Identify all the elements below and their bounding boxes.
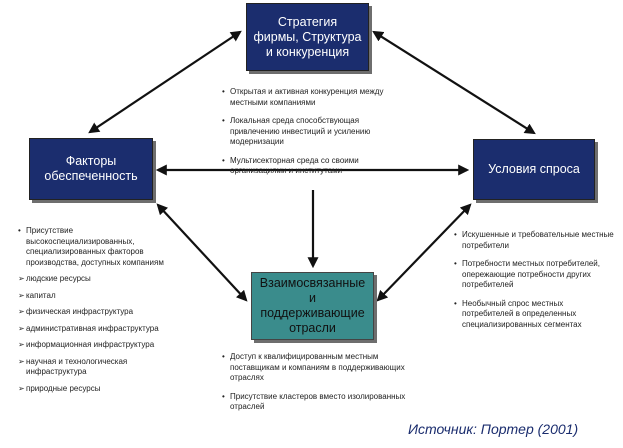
arrow-top-left xyxy=(88,30,242,134)
arrow-bullet-icon: ➢ xyxy=(18,290,25,300)
box-related-industries-line: отрасли xyxy=(289,321,336,335)
list-item-text: Мультисекторная среда со своими организа… xyxy=(230,155,359,176)
list-item-text: физическая инфраструктура xyxy=(26,307,134,316)
arrow-bullet-icon: ➢ xyxy=(18,307,25,316)
list-item: ➢административная инфраструктура xyxy=(18,324,173,335)
list-item-text: природные ресурсы xyxy=(26,383,101,393)
box-demand-conditions-line: Условия спроса xyxy=(488,162,580,176)
list-item: • Необычный спрос местных потребителей в … xyxy=(454,299,614,331)
box-firm-strategy: Стратегия фирмы, Структура и конкуренция xyxy=(246,3,369,71)
box-related-industries-line: и xyxy=(309,291,316,305)
bullet-icon: • xyxy=(454,298,457,308)
list-item-text: Доступ к квалифицированным местным поста… xyxy=(230,352,405,382)
box-demand-conditions: Условия спроса xyxy=(473,139,595,200)
list-item: ➢физическая инфраструктура xyxy=(18,307,173,318)
list-item: • Доступ к квалифицированным местным пост… xyxy=(222,352,427,384)
box-factor-conditions-line: обеспеченность xyxy=(44,169,138,183)
list-factor-conditions: • Присутствие высокоспециализированных, с… xyxy=(18,226,173,400)
arrow-bullet-icon: ➢ xyxy=(18,383,25,393)
bullet-icon: • xyxy=(222,155,225,165)
arrow-bullet-icon: ➢ xyxy=(18,340,25,349)
list-item-text: Присутствие высокоспециализированных, сп… xyxy=(26,226,164,267)
arrow-left-center xyxy=(156,203,248,302)
list-item: • Присутствие кластеров вместо изолирован… xyxy=(222,392,427,413)
list-item: • Мультисекторная среда со своими организ… xyxy=(222,156,402,177)
arrow-bullet-icon: ➢ xyxy=(18,356,25,366)
bullet-icon: • xyxy=(222,391,225,401)
arrow-right-center xyxy=(376,203,472,302)
list-item: ➢научная и технологическая инфраструктур… xyxy=(18,357,173,378)
list-item-text: Искушенные и требовательные местные потр… xyxy=(462,230,614,250)
bullet-icon: • xyxy=(454,230,457,239)
box-related-industries: Взаимосвязанные и поддерживающие отрасли xyxy=(251,272,374,340)
box-firm-strategy-line: и конкуренция xyxy=(265,44,350,59)
list-item-text: научная и технологическая инфраструктура xyxy=(26,356,128,377)
list-item: ➢природные ресурсы xyxy=(18,384,173,395)
list-item: ➢капитал xyxy=(18,291,173,302)
list-item: • Потребности местных потребителей, опере… xyxy=(454,259,614,291)
source-caption: Источник: Портер (2001) xyxy=(408,421,579,437)
box-firm-strategy-line: фирмы, Структура xyxy=(253,29,362,44)
bullet-icon: • xyxy=(454,259,457,268)
box-related-industries-line: Взаимосвязанные xyxy=(259,276,366,290)
arrow-top-right xyxy=(372,30,536,135)
list-item-text: капитал xyxy=(26,290,56,300)
bullet-icon: • xyxy=(222,87,225,96)
list-firm-strategy: • Открытая и активная конкуренция между м… xyxy=(222,87,402,185)
bullet-icon: • xyxy=(222,116,225,125)
list-demand-conditions: • Искушенные и требовательные местные пот… xyxy=(454,230,614,338)
box-related-industries-line: поддерживающие xyxy=(260,306,365,320)
arrow-bullet-icon: ➢ xyxy=(18,274,25,283)
list-item: ➢информационная инфраструктура xyxy=(18,340,173,351)
box-factor-conditions: Факторы обеспеченность xyxy=(29,138,153,200)
bullet-icon: • xyxy=(222,352,225,361)
list-item: • Локальная среда способствующая привлече… xyxy=(222,116,402,148)
box-factor-conditions-line: Факторы xyxy=(65,154,117,168)
list-item: ➢людские ресурсы xyxy=(18,274,173,285)
list-item: • Искушенные и требовательные местные пот… xyxy=(454,230,614,251)
list-item: • Открытая и активная конкуренция между м… xyxy=(222,87,402,108)
list-item-text: людские ресурсы xyxy=(26,274,91,283)
list-item: • Присутствие высокоспециализированных, с… xyxy=(18,226,173,268)
list-item-text: Открытая и активная конкуренция между ме… xyxy=(230,87,384,107)
arrow-bullet-icon: ➢ xyxy=(18,323,25,333)
list-related-industries: • Доступ к квалифицированным местным пост… xyxy=(222,352,427,421)
list-item-text: Потребности местных потребителей, опереж… xyxy=(462,259,600,289)
box-firm-strategy-line: Стратегия xyxy=(277,14,338,29)
list-item-text: Необычный спрос местных потребителей в о… xyxy=(462,298,582,329)
list-item-text: Локальная среда способствующая привлечен… xyxy=(230,116,371,146)
list-item-text: Присутствие кластеров вместо изолированн… xyxy=(230,391,406,412)
bullet-icon: • xyxy=(18,226,21,235)
list-item-text: информационная инфраструктура xyxy=(26,340,155,349)
list-item-text: административная инфраструктура xyxy=(26,323,159,333)
